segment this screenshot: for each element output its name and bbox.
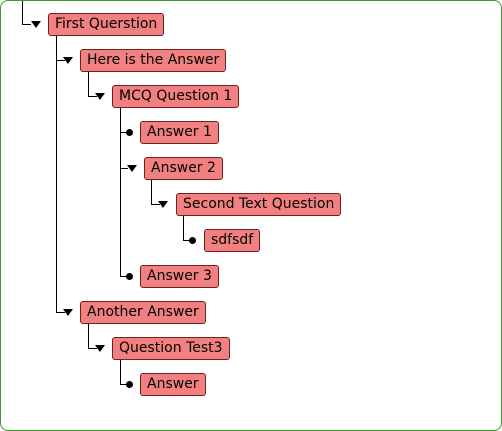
connector-line (183, 240, 191, 241)
tree-node-mcq-question-1[interactable]: MCQ Question 1 (112, 85, 240, 108)
leaf-dot-icon (189, 237, 196, 244)
collapse-caret-icon[interactable] (127, 165, 137, 172)
connector-line (120, 384, 128, 385)
leaf-dot-icon (126, 381, 133, 388)
connector-line (120, 132, 128, 133)
tree-node-another-answer[interactable]: Another Answer (80, 301, 206, 324)
collapse-caret-icon[interactable] (63, 57, 73, 64)
tree-node-sdfsdf[interactable]: sdfsdf (204, 229, 261, 252)
collapse-caret-icon[interactable] (95, 345, 105, 352)
connector-line (56, 36, 57, 313)
connector-line (88, 96, 97, 97)
connector-line (120, 168, 128, 169)
connector-line (151, 180, 152, 205)
collapse-caret-icon[interactable] (31, 21, 41, 28)
tree-node-answer-1[interactable]: Answer 1 (140, 121, 219, 144)
connector-line (151, 204, 160, 205)
tree-node-answer[interactable]: Answer (140, 373, 206, 396)
leaf-dot-icon (126, 273, 133, 280)
connector-line (183, 216, 184, 241)
tree-node-answer-3[interactable]: Answer 3 (140, 265, 219, 288)
connector-line (88, 72, 89, 97)
connector-line (22, 24, 31, 25)
collapse-caret-icon[interactable] (63, 309, 73, 316)
tree-node-second-text-question[interactable]: Second Text Question (176, 193, 342, 216)
tree-node-first-question[interactable]: First Querstion (48, 13, 165, 36)
tree-node-question-test3[interactable]: Question Test3 (112, 337, 230, 360)
leaf-dot-icon (126, 129, 133, 136)
connector-line (22, 1, 23, 25)
connector-line (120, 276, 128, 277)
connector-line (88, 324, 89, 349)
connector-line (56, 312, 65, 313)
collapse-caret-icon[interactable] (95, 93, 105, 100)
tree-node-here-is-the-answer[interactable]: Here is the Answer (80, 49, 227, 72)
connector-line (120, 360, 121, 385)
connector-line (88, 348, 97, 349)
connector-line (56, 60, 65, 61)
connector-line (120, 108, 121, 276)
tree-node-answer-2[interactable]: Answer 2 (144, 157, 223, 180)
collapse-caret-icon[interactable] (158, 201, 168, 208)
